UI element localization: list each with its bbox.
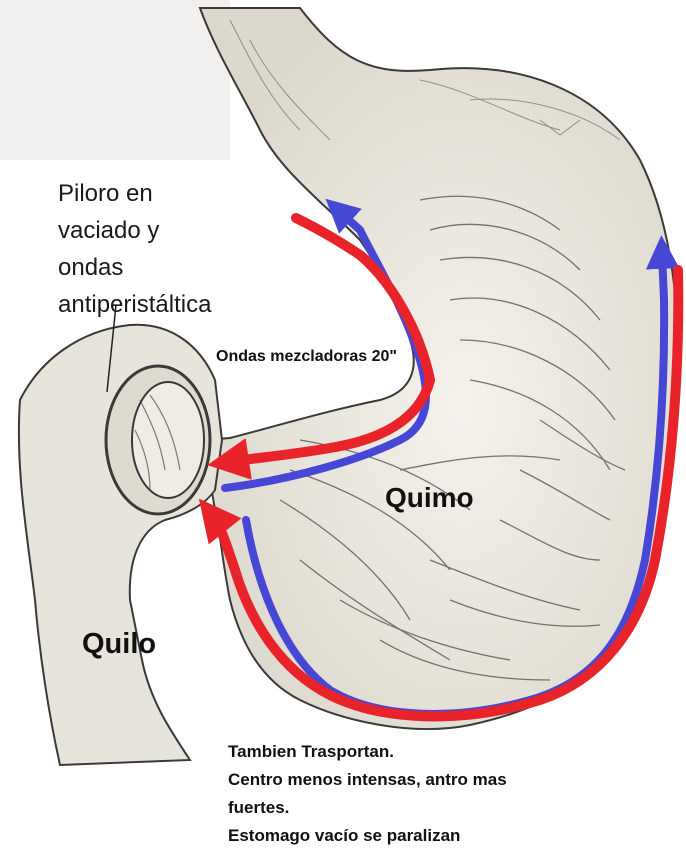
- piloro-label-line-2: vaciado y: [58, 212, 211, 249]
- piloro-label-line-4: antiperistáltica: [58, 286, 211, 323]
- piloro-label: Piloro en vaciado y ondas antiperistálti…: [58, 175, 211, 323]
- notes-line-2: Centro menos intensas, antro mas: [228, 766, 507, 794]
- notes-text: Tambien Trasportan. Centro menos intensa…: [228, 738, 507, 850]
- piloro-label-line-1: Piloro en: [58, 175, 211, 212]
- notes-line-3: fuertes.: [228, 794, 507, 822]
- quimo-label: Quimo: [385, 482, 474, 514]
- notes-line-1: Tambien Trasportan.: [228, 738, 507, 766]
- ondas-mezcladoras-label: Ondas mezcladoras 20": [216, 348, 397, 366]
- background-shadow: [0, 0, 230, 160]
- pylorus-lumen: [132, 382, 204, 498]
- notes-line-4: Estomago vacío se paralizan: [228, 822, 507, 850]
- stomach-body: [200, 8, 678, 729]
- piloro-label-line-3: ondas: [58, 249, 211, 286]
- quilo-label: Quilo: [82, 628, 156, 661]
